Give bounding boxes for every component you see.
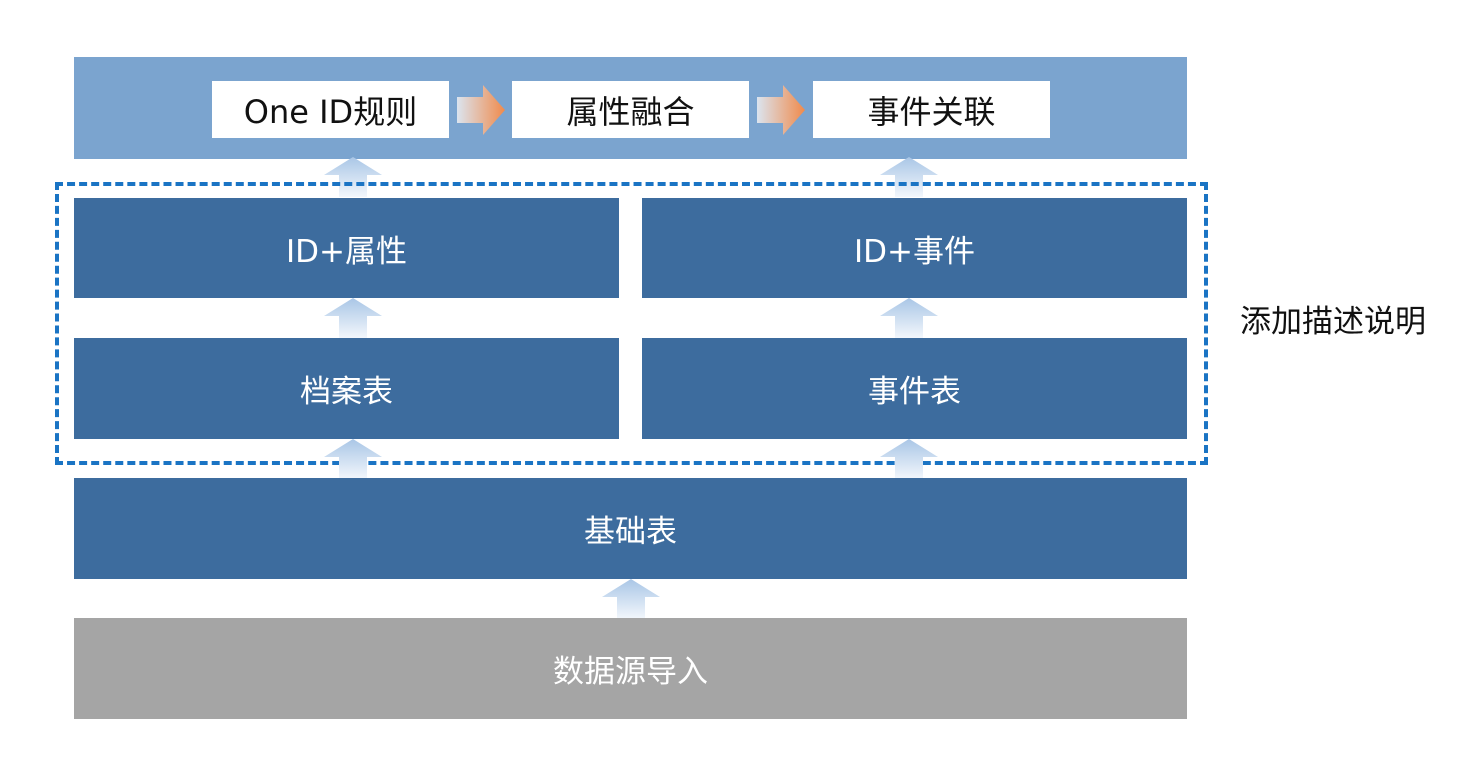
block-id-event: ID+事件 bbox=[642, 198, 1187, 298]
up-arrow-icon bbox=[880, 298, 938, 338]
up-arrow-icon bbox=[324, 298, 382, 338]
up-arrow-icon bbox=[324, 157, 382, 197]
dashed-group-border bbox=[55, 182, 1208, 465]
step-one-id-rule: One ID规则 bbox=[212, 81, 449, 138]
step-event-association: 事件关联 bbox=[813, 81, 1050, 138]
block-profile-table: 档案表 bbox=[74, 338, 619, 439]
up-arrow-icon bbox=[880, 439, 938, 479]
right-arrow-icon bbox=[457, 81, 507, 138]
step-attribute-fusion: 属性融合 bbox=[512, 81, 749, 138]
up-arrow-icon bbox=[602, 579, 660, 619]
right-arrow-icon bbox=[757, 81, 807, 138]
block-id-attribute: ID+属性 bbox=[74, 198, 619, 298]
block-data-source-import: 数据源导入 bbox=[74, 618, 1187, 719]
side-note-label: 添加描述说明 bbox=[1240, 304, 1426, 340]
block-event-table: 事件表 bbox=[642, 338, 1187, 439]
up-arrow-icon bbox=[324, 439, 382, 479]
up-arrow-icon bbox=[880, 157, 938, 197]
block-base-table: 基础表 bbox=[74, 478, 1187, 579]
